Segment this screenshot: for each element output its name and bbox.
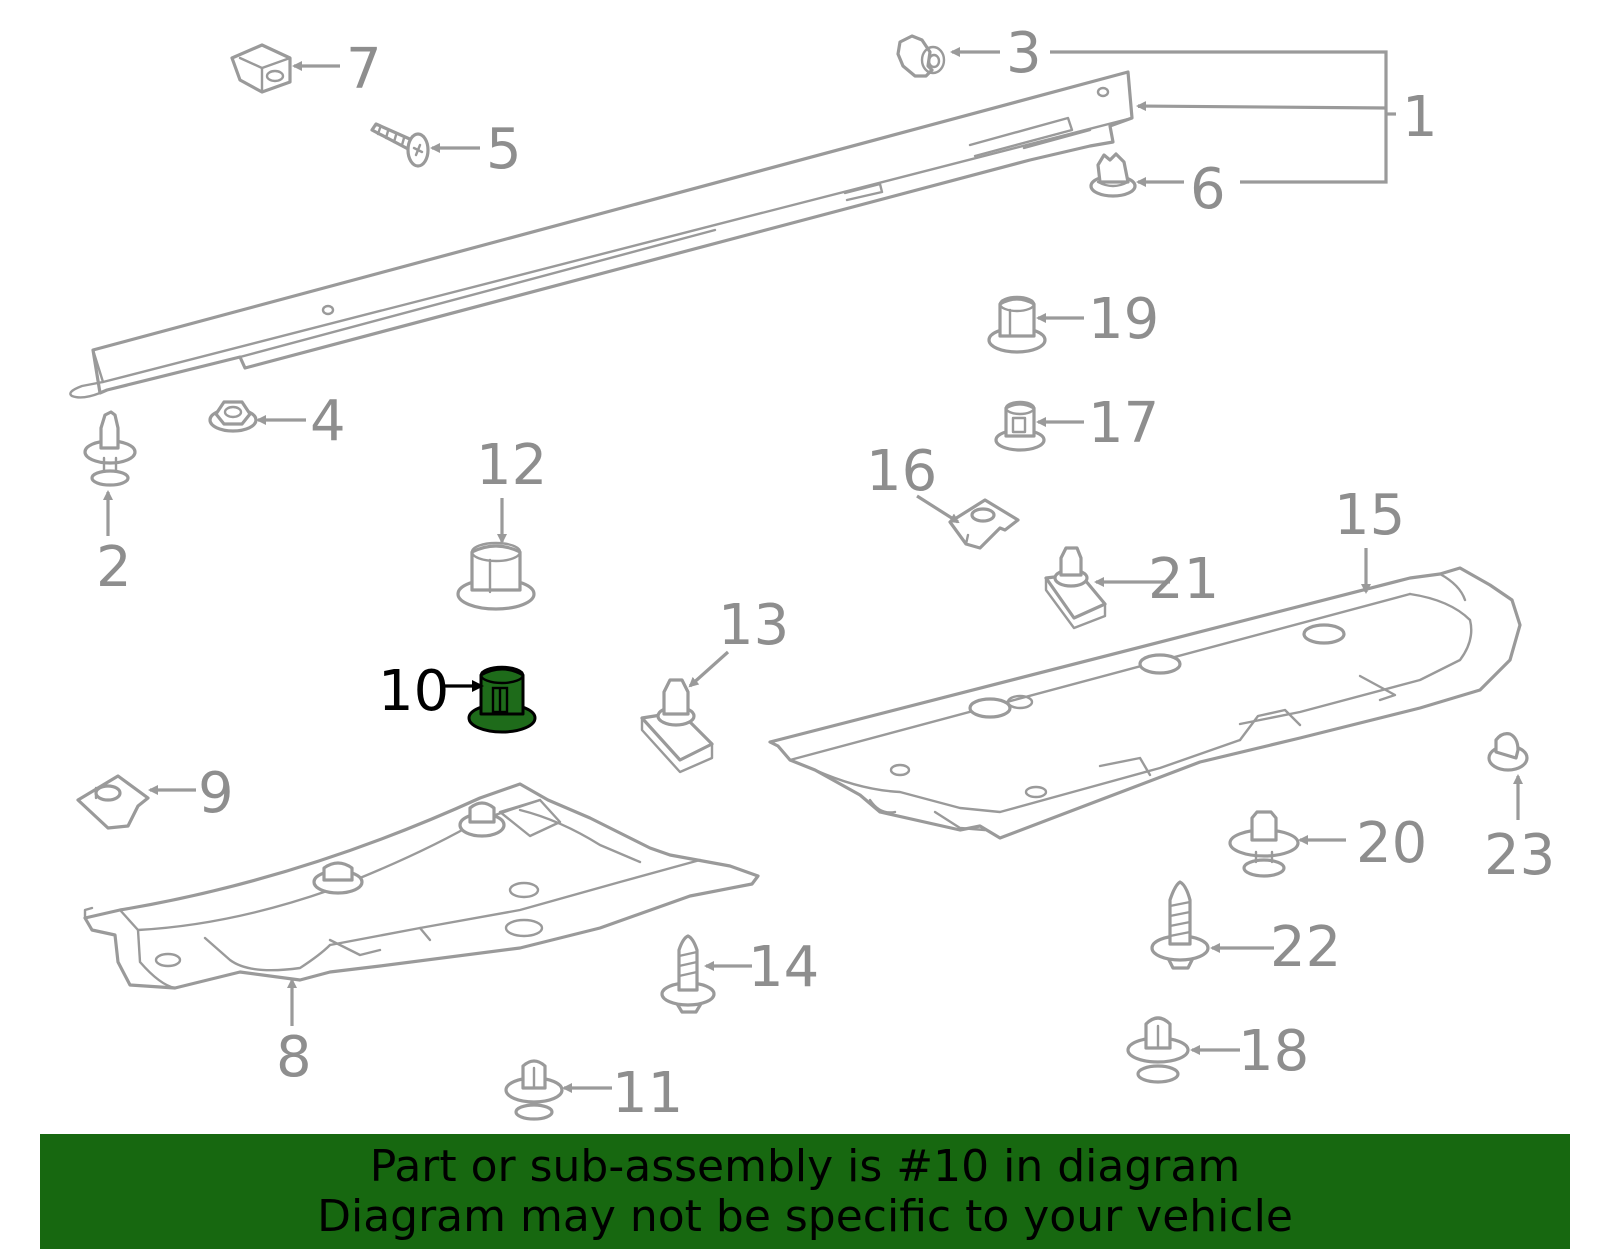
callout-4: 4 <box>310 389 346 454</box>
nut-7-part <box>230 43 292 94</box>
banner-line-part-number: Part or sub-assembly is #10 in diagram <box>369 1140 1241 1192</box>
callout-7: 7 <box>346 37 382 102</box>
bolt-14-part <box>660 934 716 1014</box>
clip-nut-9-part <box>76 774 150 830</box>
clip-18-part <box>1126 1016 1190 1084</box>
callout-19: 19 <box>1088 287 1159 352</box>
under-cover-15-part <box>768 566 1522 840</box>
callout-20: 20 <box>1356 811 1427 876</box>
clip-13-part <box>640 678 714 774</box>
rocker-molding-part <box>69 70 1134 399</box>
grommet-19-part <box>987 295 1047 354</box>
grommet-12-part <box>456 541 536 611</box>
callout-16: 16 <box>866 439 937 504</box>
clip-3-part <box>896 34 946 78</box>
callout-18: 18 <box>1238 1019 1309 1084</box>
clip-2-part <box>83 410 137 487</box>
clip-11-part <box>504 1059 564 1121</box>
info-banner: Part or sub-assembly is #10 in diagram D… <box>40 1134 1570 1249</box>
callout-1: 1 <box>1402 85 1438 150</box>
clip-21-part <box>1044 546 1107 630</box>
callout-3: 3 <box>1006 21 1042 86</box>
nut-4-part <box>208 400 258 433</box>
callout-14: 14 <box>748 935 819 1000</box>
under-cover-8-part <box>83 782 760 990</box>
clip-20-part <box>1228 810 1300 878</box>
callout-labels: 1 2 3 4 5 6 7 8 9 10 11 12 13 14 15 16 1… <box>96 21 1555 1126</box>
callout-15: 15 <box>1334 483 1405 548</box>
clip-nut-16-part <box>948 498 1020 550</box>
clip-23-part <box>1487 732 1529 772</box>
callout-22: 22 <box>1270 915 1341 980</box>
callout-21: 21 <box>1148 547 1219 612</box>
callout-12: 12 <box>476 433 547 498</box>
callout-23: 23 <box>1484 823 1555 888</box>
banner-line-disclaimer: Diagram may not be specific to your vehi… <box>317 1190 1293 1242</box>
leader-lines <box>103 47 1523 1093</box>
callout-13: 13 <box>718 593 789 658</box>
nut-17-part <box>994 400 1046 452</box>
callout-5: 5 <box>486 117 522 182</box>
callout-10: 10 <box>378 659 449 724</box>
callout-17: 17 <box>1088 391 1159 456</box>
callout-8: 8 <box>276 1025 312 1090</box>
callout-6: 6 <box>1190 157 1226 222</box>
screw-5-part <box>370 122 430 168</box>
clip-6-part <box>1089 152 1137 198</box>
bolt-22-part <box>1150 880 1210 970</box>
callout-11: 11 <box>612 1061 683 1126</box>
callout-9: 9 <box>198 761 234 826</box>
callout-2: 2 <box>96 535 132 600</box>
grommet-10-part-highlighted <box>467 665 537 734</box>
